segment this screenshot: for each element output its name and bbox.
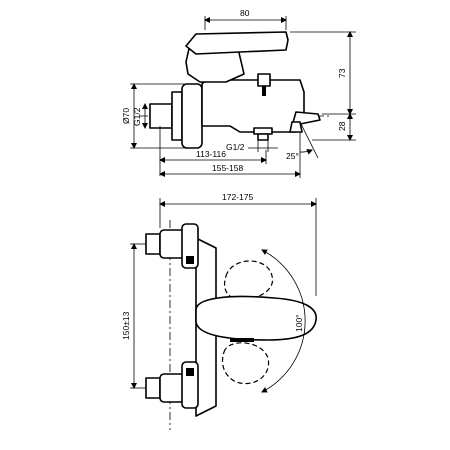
- inlet-nut: [171, 91, 183, 141]
- side-view: 80 73 28 Ø70 G1/2 G1/2 113-116 155-158: [121, 8, 356, 178]
- front-view: 172-175 100° 150±13: [121, 192, 317, 430]
- top-inlet-nut: [159, 229, 185, 259]
- mixer-body: [201, 79, 305, 133]
- top-flange-screw: [186, 256, 194, 264]
- diverter-knob[interactable]: [257, 73, 271, 87]
- dim-thread-outlet: G1/2: [226, 142, 245, 152]
- hose-outlet-thread: [257, 133, 269, 141]
- spout-tip: [289, 121, 303, 133]
- dim-center-distance: 150±13: [121, 311, 131, 340]
- front-lever-handle[interactable]: [195, 295, 317, 341]
- dim-height-upper: 73: [337, 68, 347, 78]
- handle-ghost-up: [223, 260, 274, 301]
- dim-total-width: 172-175: [222, 192, 253, 202]
- bottom-inlet-pipe: [145, 377, 161, 399]
- dim-height-lower: 28: [337, 121, 347, 131]
- wall-pipe: [149, 103, 173, 129]
- dim-reach-short: 113-116: [196, 149, 226, 159]
- hose-outlet-nut: [253, 127, 273, 135]
- wall-flange: [181, 83, 203, 149]
- dim-rotation: 100°: [294, 314, 304, 332]
- dim-reach-long: 155-158: [212, 163, 243, 173]
- dim-diameter: Ø70: [121, 108, 131, 124]
- dim-top-width: 80: [240, 8, 250, 18]
- dim-thread-inlet: G1/2: [132, 107, 142, 126]
- dim-angle: 25°: [286, 151, 299, 161]
- bottom-inlet-nut: [159, 373, 185, 403]
- rotation-arc: [261, 249, 306, 393]
- diverter-stem: [262, 86, 266, 96]
- lever-handle: [185, 31, 289, 55]
- top-inlet-pipe: [145, 233, 161, 255]
- lever-base-shadow: [230, 338, 254, 342]
- handle-ghost-down: [221, 342, 270, 385]
- bottom-flange-screw: [186, 368, 194, 376]
- spout-angle-line: [299, 121, 319, 159]
- angle-arc: [299, 149, 313, 155]
